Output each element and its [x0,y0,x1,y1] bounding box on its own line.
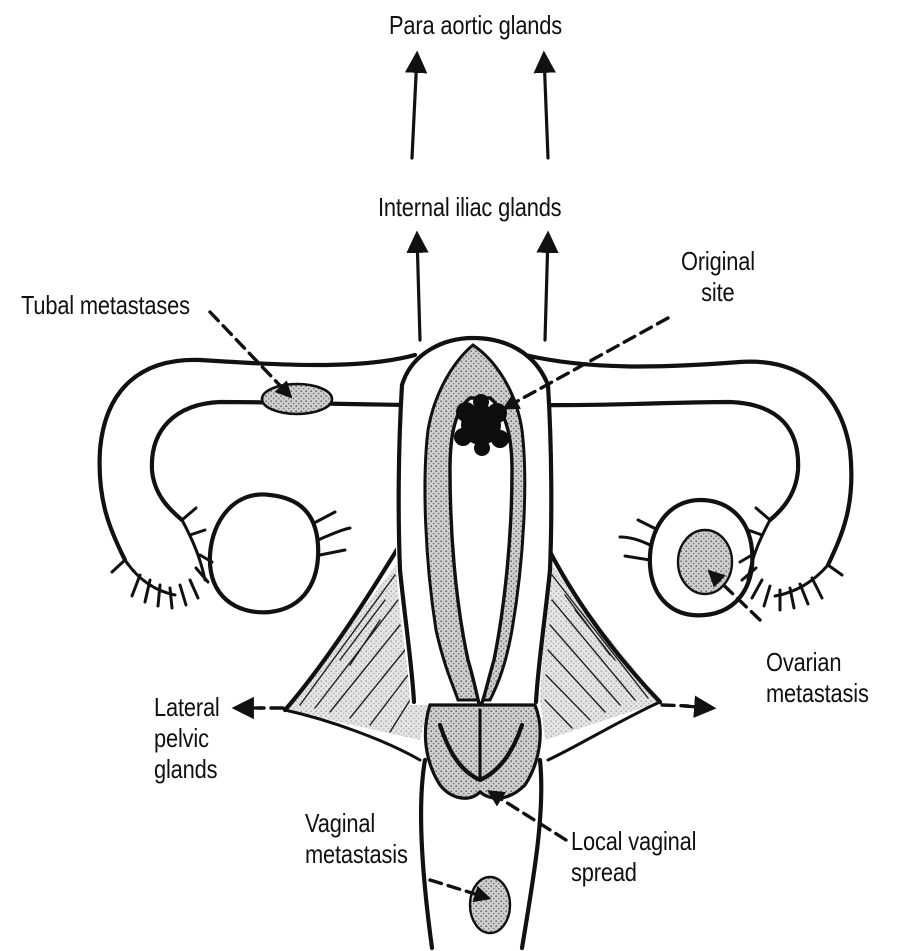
label-ovarian-metastasis: Ovarian metastasis [766,647,869,709]
vaginal-metastasis-mark [470,877,510,933]
ovary-right [620,500,752,615]
label-internal-iliac-glands: Internal iliac glands [378,192,561,223]
lymph-arrows-lower [417,235,548,340]
broad-ligament-right [540,548,660,760]
label-vaginal-metastasis: Vaginal metastasis [305,808,408,870]
label-original-site: Original site [681,246,755,308]
label-tubal-metastases: Tubal metastases [21,290,190,321]
cervix [425,705,540,798]
lymph-arrows-upper [412,55,548,158]
label-local-vaginal-spread: Local vaginal spread [571,826,696,888]
ovary-left [210,494,350,612]
tubal-metastasis-mark [262,384,332,414]
label-para-aortic-glands: Para aortic glands [389,10,562,41]
label-lateral-pelvic-glands: Lateral pelvic glands [154,692,220,785]
